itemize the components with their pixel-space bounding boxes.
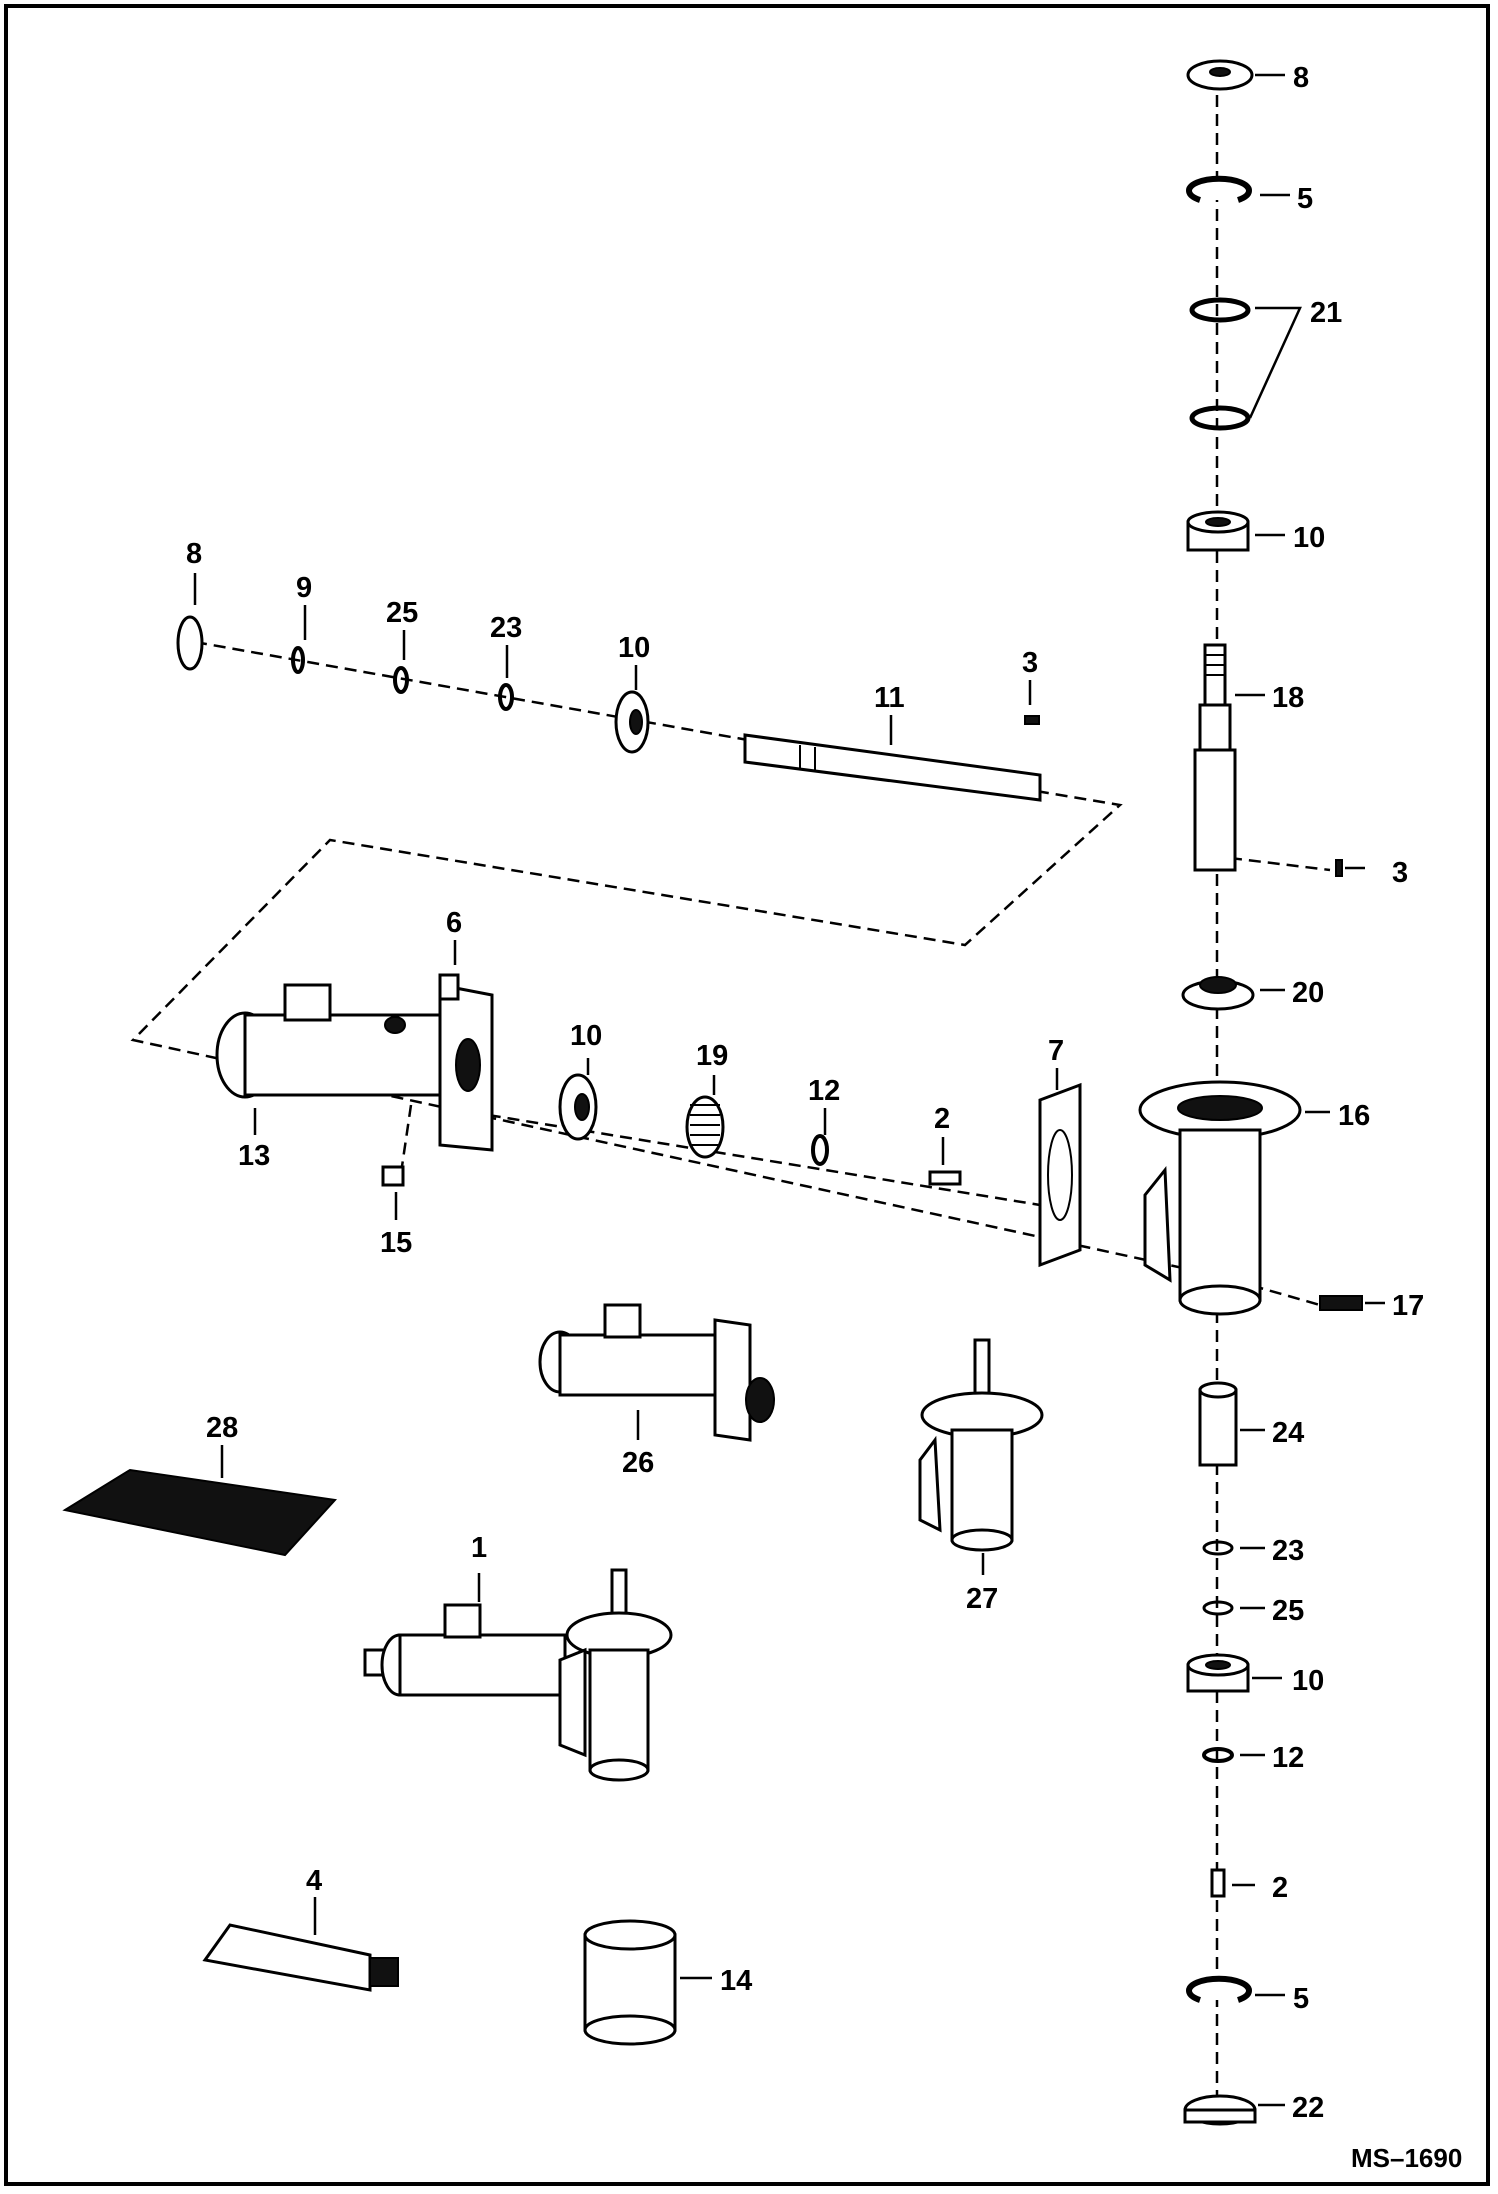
part-label: 21 [1310,297,1342,329]
part-label: 20 [1292,977,1324,1009]
part-label: 23 [1272,1535,1304,1567]
part-label: 23 [490,612,522,644]
o-ring-icon [1202,1600,1234,1616]
part-label: 18 [1272,682,1304,714]
part-label: 25 [1272,1595,1304,1627]
part-label: 5 [1297,183,1313,215]
seal-kit-icon [62,1468,338,1557]
snap-ring-icon [1202,1747,1234,1763]
o-ring-icon [393,666,409,694]
part-label: 10 [1293,522,1325,554]
part-label: 9 [296,572,312,604]
part-label: 2 [934,1103,950,1135]
part-label: 17 [1392,1290,1424,1322]
subassembly-parts [62,1303,1044,2046]
housing-assembly-icon [538,1303,775,1442]
seal-icon [1181,976,1255,1011]
shaft-icon [743,733,1042,802]
page-border [4,4,1490,2186]
screw-icon [928,1170,962,1186]
top-shaft-parts [176,615,1042,802]
cap-icon [1183,2094,1257,2126]
snap-ring-icon [811,1134,829,1166]
washer-icon [176,615,204,671]
part-label: 25 [386,597,418,629]
vertical-stack-parts [1138,59,1343,2126]
shaft-icon [1193,643,1237,872]
screw-icon [1210,1868,1226,1898]
o-ring-icon [498,683,514,711]
part-label: 3 [1392,857,1408,889]
part-label: 22 [1292,2092,1324,2124]
part-label: 15 [380,1227,412,1259]
set-screw-icon [438,973,460,1001]
part-label: 14 [720,1965,752,1997]
nut-icon [381,1165,405,1187]
snap-ring-icon [1189,297,1251,323]
drawing-code: MS–1690 [1351,2143,1462,2173]
part-label: 7 [1048,1035,1064,1067]
part-label: 5 [1293,1983,1309,2015]
part-label: 13 [238,1140,270,1172]
sleeve-icon [1198,1381,1238,1467]
part-label: 3 [1022,647,1038,679]
leader-lines [193,73,1385,2107]
housing-assembly-icon [918,1338,1044,1552]
part-label: 8 [1293,62,1309,94]
part-label: 10 [570,1020,602,1052]
part-label: 4 [306,1865,322,1897]
part-label: 28 [206,1412,238,1444]
gasket-icon [1038,1082,1082,1268]
bearing-icon [1186,1653,1250,1693]
part-label: 6 [446,907,462,939]
snap-ring-icon [1186,175,1252,203]
gear-icon [685,1095,725,1159]
housing-icon [215,983,494,1152]
part-label: 24 [1272,1417,1304,1449]
part-label: 10 [1292,1665,1324,1697]
washer-icon [1186,59,1254,91]
part-label: 11 [874,682,905,714]
part-label: 19 [696,1040,728,1072]
grease-tube-icon [202,1923,399,1992]
part-label: 1 [471,1532,487,1564]
bearing-icon [1186,510,1250,552]
part-number-labels: 8 5 21 10 18 3 20 24 23 25 10 12 2 5 22 … [186,62,1462,2173]
housing-row-parts [215,973,1363,1311]
bearing-icon [558,1073,598,1141]
bolt-icon [1319,1295,1363,1311]
bearing-icon [614,690,650,754]
part-label: 8 [186,538,202,570]
part-label: 12 [1272,1742,1304,1774]
set-screw-icon [1335,859,1343,877]
snap-ring-icon [1189,405,1251,431]
housing-icon [1138,1080,1302,1316]
sleeve-icon [583,1919,677,2046]
part-label: 12 [808,1075,840,1107]
part-label: 16 [1338,1100,1370,1132]
complete-assembly-icon [363,1568,673,1782]
o-ring-icon [291,646,305,674]
part-label: 27 [966,1583,998,1615]
part-label: 10 [618,632,650,664]
snap-ring-icon [1186,1975,1252,2003]
part-label: 2 [1272,1872,1288,1904]
part-label: 26 [622,1447,654,1479]
o-ring-icon [1202,1540,1234,1556]
set-screw-icon [1024,715,1040,725]
